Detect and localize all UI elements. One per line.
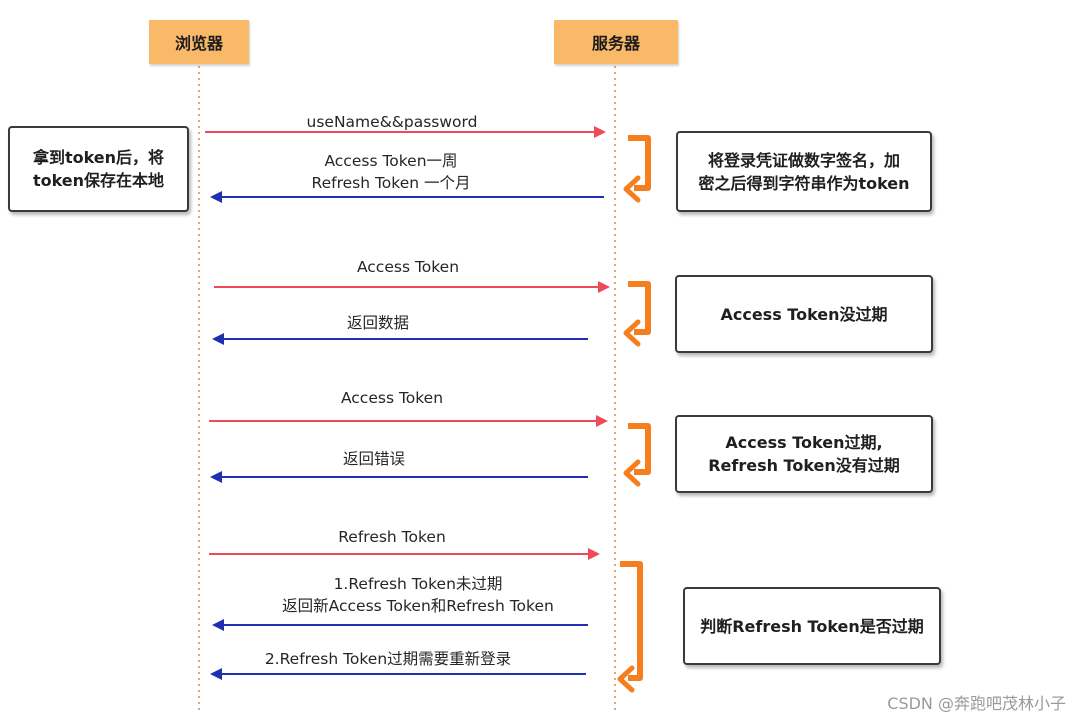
message-label-5: Access Token	[340, 389, 444, 407]
message-label-6: 返回错误	[342, 450, 406, 468]
process-arrow-2	[623, 281, 651, 347]
note-access-token-valid: Access Token没过期	[675, 275, 933, 353]
note-refresh-token-check: 判断Refresh Token是否过期	[683, 587, 941, 665]
watermark: CSDN @奔跑吧茂林小子	[887, 694, 1066, 713]
message-label-3: Access Token	[356, 258, 460, 276]
note-browser-store-token: 拿到token后，将 token保存在本地	[8, 126, 189, 212]
process-arrow-3	[623, 423, 651, 487]
message-label-9: 2.Refresh Token过期需要重新登录	[264, 650, 512, 668]
note-access-token-expired: Access Token过期, Refresh Token没有过期	[675, 415, 933, 493]
message-label-1: useName&&password	[306, 113, 478, 131]
participant-browser-label: 浏览器	[174, 34, 223, 53]
note-server-sign-token: 将登录凭证做数字签名，加 密之后得到字符串作为token	[676, 131, 932, 212]
participant-browser: 浏览器	[149, 20, 249, 64]
message-label-7: Refresh Token	[338, 528, 446, 546]
process-arrow-1	[623, 135, 651, 203]
participant-server: 服务器	[554, 20, 678, 64]
message-label-8: 1.Refresh Token未过期 返回新Access Token和Refre…	[282, 575, 554, 615]
participant-server-label: 服务器	[591, 34, 640, 53]
process-arrow-4	[617, 561, 643, 693]
message-label-2: Access Token一周 Refresh Token 一个月	[311, 152, 471, 192]
message-label-4: 返回数据	[346, 314, 410, 332]
